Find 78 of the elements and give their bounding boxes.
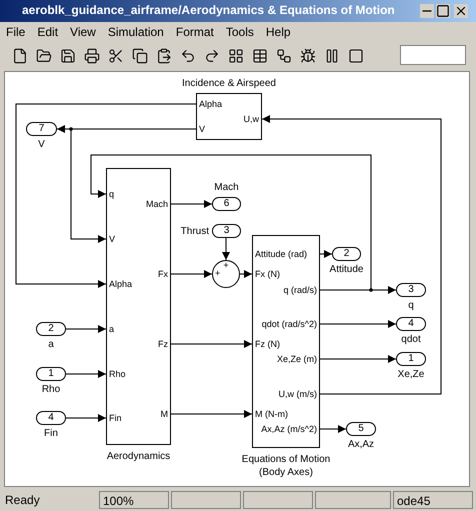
port-number: 2: [48, 324, 54, 334]
port-label: q: [109, 190, 114, 199]
port-number: 6: [224, 199, 230, 209]
signal-line: [170, 200, 212, 208]
port-number: 1: [48, 369, 54, 379]
port-label: Mach: [146, 200, 168, 209]
port-label: Fz: [158, 340, 168, 349]
signal-line: [240, 270, 252, 278]
signal-line: [320, 250, 332, 258]
signal-line: [170, 270, 212, 278]
menu-item: File: [6, 24, 26, 40]
port-label: Fin: [44, 429, 58, 439]
signal-line: [222, 238, 230, 260]
menu-item: Format: [176, 24, 214, 40]
port-label: Fx (N): [255, 270, 280, 279]
port-label: M: [160, 410, 168, 419]
port-number: 3: [224, 226, 230, 236]
signal-line: [170, 340, 252, 348]
port-label: M (N-m): [255, 410, 288, 419]
port-label: Fin: [109, 414, 122, 423]
status-panel: 100%: [99, 491, 169, 509]
port-label: q: [408, 301, 414, 311]
port-number: 3: [408, 285, 414, 295]
signal-line: [320, 425, 346, 433]
port-label: Fz (N): [255, 340, 280, 349]
signal-line: [262, 115, 442, 394]
status-panel: ode45: [393, 491, 473, 509]
port-label: V: [38, 140, 45, 150]
signal-line: [66, 414, 106, 422]
sign-label: +: [215, 269, 220, 278]
signal-line: [70, 128, 196, 243]
port-label: U,w: [244, 115, 259, 124]
menu-item: Help: [266, 24, 291, 40]
port-label: Rho: [42, 385, 60, 395]
port-number: 4: [408, 319, 414, 329]
block-title: Equations of Motion (Body Axes): [240, 454, 332, 479]
port-label: Alpha: [199, 100, 222, 109]
menu-item: Tools: [226, 24, 254, 40]
port-label: V: [109, 235, 116, 244]
port-number: 2: [344, 249, 350, 259]
port-label: U,w (m/s): [278, 390, 317, 399]
signal-line: [66, 325, 106, 333]
port-label: Rho: [109, 370, 126, 379]
status-text: Ready: [4, 492, 41, 509]
window-title: aeroblk_guidance_airframe/Aerodynamics & Equations of Motion: [22, 4, 395, 16]
port-number: 5: [358, 424, 364, 434]
signal-line: [320, 355, 396, 363]
port-number: 7: [38, 124, 44, 134]
port-label: qdot (rad/s^2): [262, 320, 317, 329]
signal-line: [90, 154, 372, 290]
port-label: Alpha: [109, 280, 132, 289]
port-label: Attitude: [330, 265, 364, 275]
port-label: Mach: [214, 183, 239, 193]
port-label: a: [48, 340, 54, 350]
signal-line: [320, 286, 396, 294]
menu-item: Simulation: [108, 24, 164, 40]
signal-line: [320, 320, 396, 328]
port-label: V: [199, 125, 206, 134]
block-title: Aerodynamics: [106, 451, 172, 464]
port-label: Ax,Az (m/s^2): [261, 425, 317, 434]
port-number: 4: [48, 413, 54, 423]
port-label: Attitude (rad): [255, 250, 308, 259]
menu-item: View: [70, 24, 96, 40]
port-label: Ax,Az: [348, 440, 374, 450]
port-label: Xe,Ze: [398, 370, 424, 380]
port-number: 1: [408, 354, 414, 364]
port-label: q (rad/s): [283, 286, 317, 295]
port-label: Fx: [158, 270, 168, 279]
port-label: Thrust: [180, 227, 209, 237]
signal-line: [16, 104, 196, 288]
block-title: Incidence & Airspeed: [182, 79, 276, 89]
signal-line: [66, 370, 106, 378]
port-label: qdot: [401, 335, 421, 345]
sign-label: +: [223, 261, 229, 270]
port-label: Xe,Ze (m): [276, 355, 317, 364]
port-label: a: [109, 325, 114, 334]
menu-item: Edit: [37, 24, 58, 40]
signal-line: [170, 410, 252, 418]
